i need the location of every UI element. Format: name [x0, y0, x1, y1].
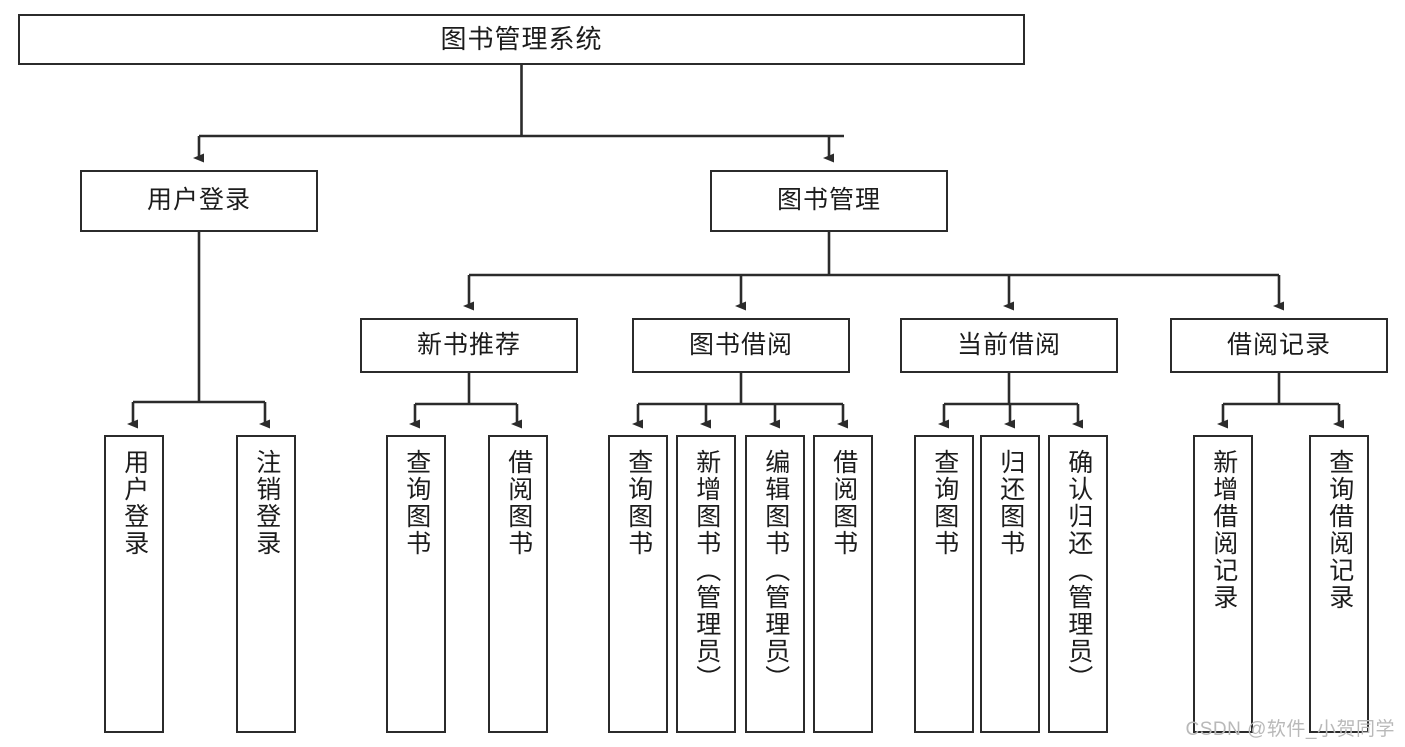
node-borrow-record[interactable]: 借阅记录	[1170, 318, 1388, 373]
leaf-label: 查询图书	[624, 449, 653, 557]
leaf-label: 新增借阅记录	[1209, 449, 1238, 611]
node-user-login[interactable]: 用户登录	[80, 170, 318, 232]
leaf-current-query-book[interactable]: 查询图书	[914, 435, 974, 733]
leaf-label: 确认归还（管理员）	[1064, 449, 1093, 692]
leaf-label: 借阅图书	[504, 449, 533, 557]
leaf-current-return-book[interactable]: 归还图书	[980, 435, 1040, 733]
leaf-label: 借阅图书	[829, 449, 858, 557]
leaf-label: 查询图书	[402, 449, 431, 557]
node-book-management[interactable]: 图书管理	[710, 170, 948, 232]
leaf-record-add-record[interactable]: 新增借阅记录	[1193, 435, 1253, 733]
leaf-label: 注销登录	[252, 449, 281, 557]
node-label: 新书推荐	[416, 330, 521, 359]
node-book-borrow[interactable]: 图书借阅	[632, 318, 850, 373]
node-label: 用户登录	[146, 186, 251, 215]
leaf-user-login-login[interactable]: 用户登录	[104, 435, 164, 733]
leaf-label: 新增图书（管理员）	[692, 449, 721, 692]
leaf-user-login-logout[interactable]: 注销登录	[236, 435, 296, 733]
leaf-label: 查询借阅记录	[1325, 449, 1354, 611]
leaf-borrow-query-book[interactable]: 查询图书	[608, 435, 668, 733]
watermark: CSDN @软件_小贺同学	[1185, 719, 1395, 740]
node-new-book-recommend[interactable]: 新书推荐	[360, 318, 578, 373]
leaf-record-query-record[interactable]: 查询借阅记录	[1309, 435, 1369, 733]
node-label: 图书管理	[776, 186, 881, 215]
node-label: 图书借阅	[688, 330, 793, 359]
leaf-borrow-add-book-admin[interactable]: 新增图书（管理员）	[676, 435, 736, 733]
node-label: 当前借阅	[956, 330, 1061, 359]
leaf-recommend-query-book[interactable]: 查询图书	[386, 435, 446, 733]
node-label: 图书管理系统	[440, 24, 603, 55]
leaf-borrow-borrow-book[interactable]: 借阅图书	[813, 435, 873, 733]
node-current-borrow[interactable]: 当前借阅	[900, 318, 1118, 373]
node-label: 借阅记录	[1226, 330, 1331, 359]
leaf-current-confirm-return-admin[interactable]: 确认归还（管理员）	[1048, 435, 1108, 733]
leaf-label: 用户登录	[120, 449, 149, 557]
leaf-recommend-borrow-book[interactable]: 借阅图书	[488, 435, 548, 733]
leaf-label: 归还图书	[996, 449, 1025, 557]
leaf-borrow-edit-book-admin[interactable]: 编辑图书（管理员）	[745, 435, 805, 733]
node-root-system[interactable]: 图书管理系统	[18, 14, 1025, 65]
leaf-label: 编辑图书（管理员）	[761, 449, 790, 692]
leaf-label: 查询图书	[930, 449, 959, 557]
